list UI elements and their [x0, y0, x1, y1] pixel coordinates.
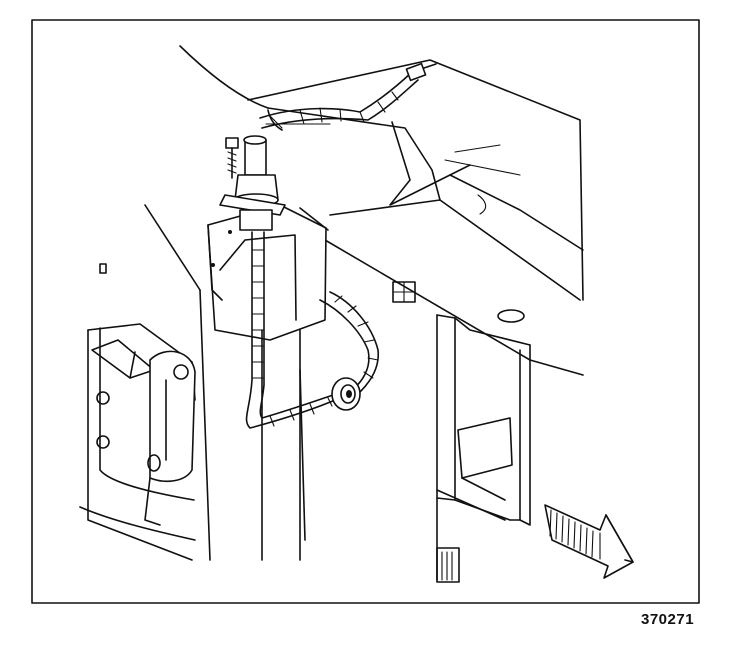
front-direction-arrow — [544, 504, 634, 579]
figure-frame — [31, 19, 700, 604]
mounting-bolt — [225, 137, 239, 179]
grommet — [331, 377, 361, 411]
sensor-switch — [219, 135, 286, 231]
mounting-bracket — [207, 204, 329, 561]
figure-number: 370271 — [641, 611, 695, 628]
upper-wiring-harness — [259, 62, 437, 131]
hinge-bracket — [144, 350, 196, 526]
sensor-wiring-harness — [245, 231, 380, 429]
left-fender-panel — [79, 204, 211, 561]
inner-panel-opening — [436, 314, 531, 583]
